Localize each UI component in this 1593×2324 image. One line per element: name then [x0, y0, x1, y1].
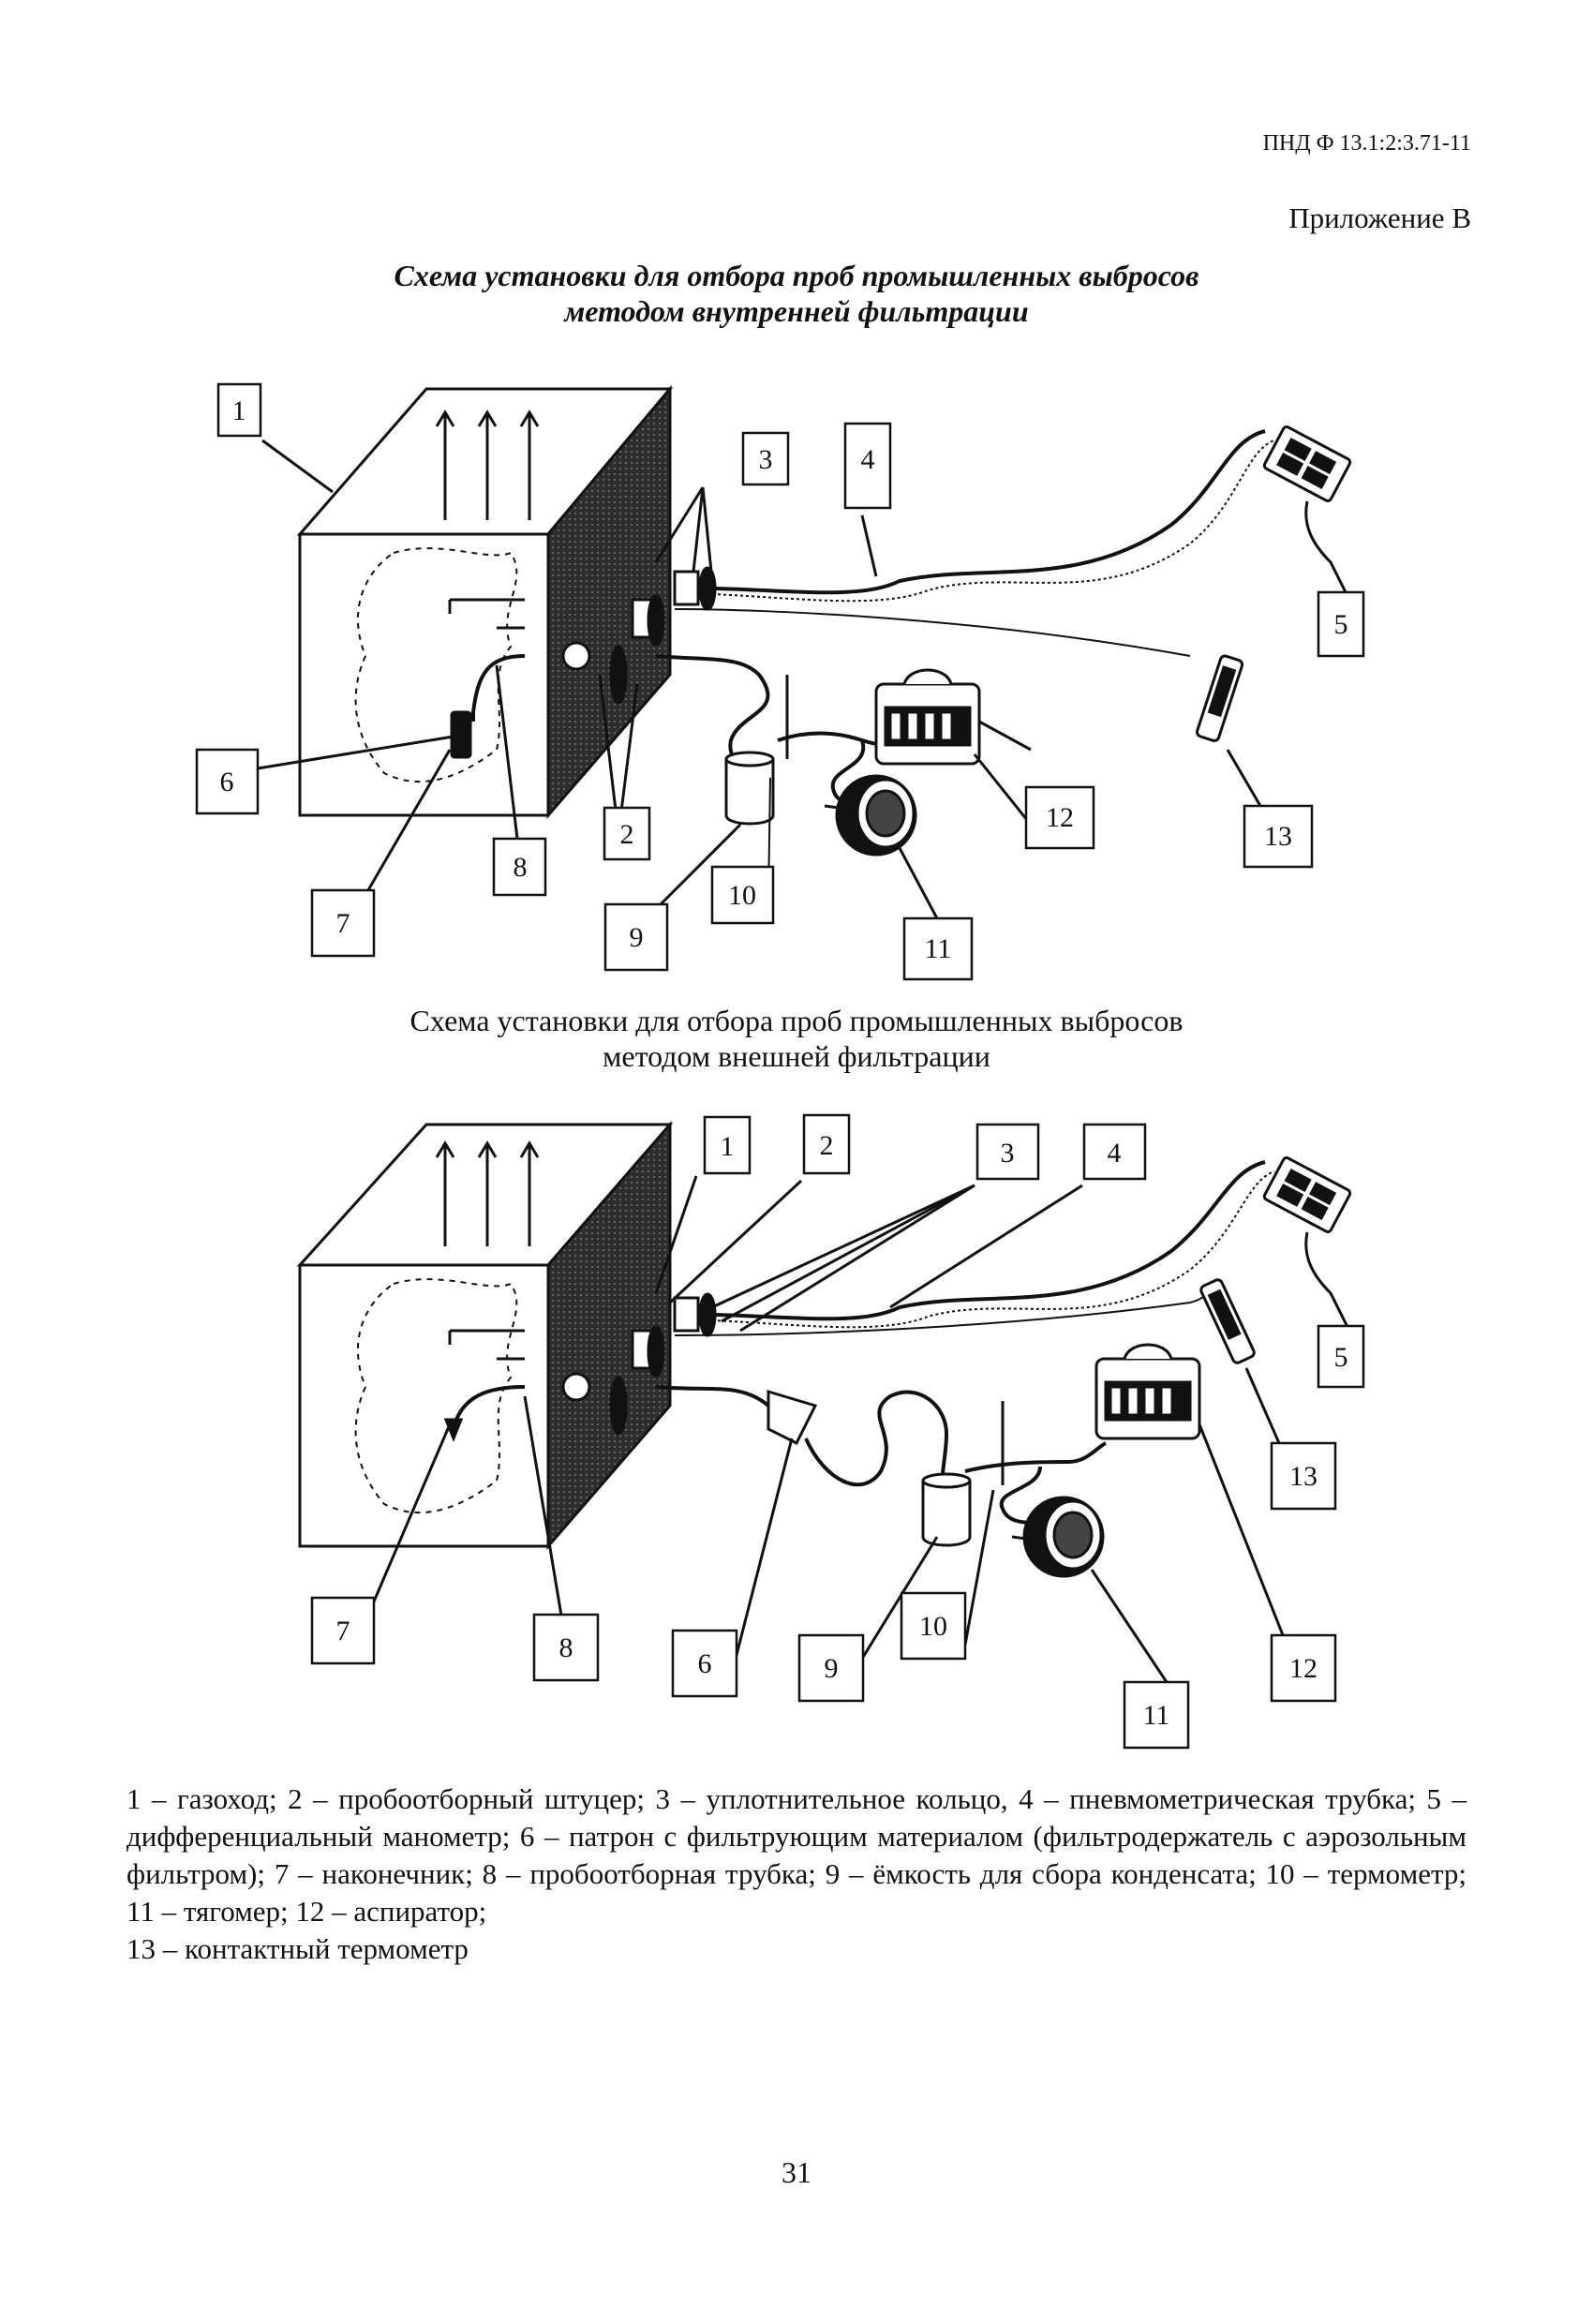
- condensate-vessel: [921, 1472, 972, 1547]
- label-box-11: 11: [1123, 1680, 1190, 1750]
- label-1: 1: [721, 1131, 735, 1162]
- label-box-12: 12: [1024, 785, 1095, 850]
- diagram2-title-line2: методом внешней фильтрации: [603, 1039, 990, 1073]
- legend-text: 1 – газоход; 2 – пробоотборный штуцер; 3…: [127, 1782, 1466, 1928]
- label-box-4: 4: [843, 422, 892, 510]
- label-box-6: 6: [195, 748, 260, 815]
- label-box-1: 1: [216, 382, 262, 438]
- contact-thermometer-device: [1196, 654, 1244, 742]
- diagram2-title-line1: Схема установки для отбора проб промышле…: [409, 1004, 1184, 1037]
- aspirator-device: [1094, 1343, 1201, 1440]
- label-box-10: 10: [900, 1591, 967, 1661]
- duct-box: [296, 384, 674, 820]
- external-filter-cartridge: [767, 1389, 818, 1446]
- label-box-9: 9: [603, 902, 669, 972]
- label-2: 2: [820, 1130, 834, 1161]
- label-box-1: 1: [703, 1115, 752, 1175]
- label-box-2: 2: [603, 806, 651, 861]
- label-box-8: 8: [532, 1613, 600, 1682]
- label-box-7: 7: [310, 1596, 376, 1665]
- legend-text-last: 13 – контактный термометр: [127, 1932, 469, 1965]
- label-box-4: 4: [1082, 1123, 1147, 1181]
- aspirator-device: [874, 668, 1032, 766]
- label-1: 1: [232, 395, 246, 426]
- label-box-10: 10: [710, 865, 775, 925]
- label-7: 7: [336, 1616, 350, 1646]
- label-10: 10: [728, 880, 756, 911]
- label-11: 11: [1143, 1700, 1170, 1731]
- page-number: 31: [782, 2155, 811, 2189]
- label-box-8: 8: [492, 837, 547, 897]
- label-4: 4: [1108, 1138, 1122, 1169]
- diagram1-title: Схема установки для отбора проб промышле…: [234, 258, 1359, 329]
- label-7: 7: [336, 908, 350, 939]
- label-box-13: 13: [1243, 804, 1314, 869]
- label-12: 12: [1289, 1653, 1318, 1684]
- condensate-vessel: [724, 751, 775, 826]
- label-box-3: 3: [741, 431, 790, 486]
- label-box-12: 12: [1270, 1633, 1337, 1703]
- label-6: 6: [698, 1648, 712, 1679]
- document-code: ПНД Ф 13.1:2:3.71-11: [1262, 131, 1471, 156]
- label-12: 12: [1046, 802, 1074, 833]
- manometer-device: [1262, 1156, 1352, 1233]
- label-box-2: 2: [802, 1113, 851, 1175]
- label-10: 10: [919, 1611, 947, 1642]
- label-9: 9: [630, 922, 644, 953]
- diagram2-external-filtration: 1 2 3 4 5 6 7 8 9 10 11 12 13: [296, 1113, 1365, 1750]
- label-box-5: 5: [1317, 1324, 1365, 1389]
- label-box-13: 13: [1270, 1441, 1337, 1511]
- diagram1-internal-filtration: 1 2 3 4 5 6 7 8 9 10 11 12 13: [195, 382, 1365, 981]
- label-box-7: 7: [310, 888, 376, 958]
- diagram1-title-line1: Схема установки для отбора проб промышле…: [394, 259, 1199, 292]
- label-11: 11: [925, 933, 952, 964]
- label-13: 13: [1264, 821, 1292, 852]
- label-5: 5: [1334, 609, 1348, 640]
- diagram2-title: Схема установки для отбора проб промышле…: [234, 1003, 1359, 1074]
- contact-thermometer-device: [1199, 1278, 1256, 1364]
- manometer-device: [1262, 425, 1352, 502]
- label-5: 5: [1334, 1342, 1348, 1373]
- label-box-9: 9: [797, 1633, 865, 1703]
- label-box-3: 3: [975, 1123, 1040, 1181]
- label-3: 3: [759, 444, 773, 475]
- label-13: 13: [1289, 1461, 1318, 1492]
- label-8: 8: [559, 1632, 573, 1663]
- diagram1-title-line2: методом внутренней фильтрации: [564, 294, 1029, 328]
- label-box-11: 11: [902, 916, 974, 981]
- label-4: 4: [861, 444, 875, 475]
- label-2: 2: [620, 819, 634, 850]
- label-8: 8: [514, 852, 528, 883]
- label-6: 6: [220, 767, 234, 797]
- label-9: 9: [825, 1653, 839, 1684]
- label-box-6: 6: [671, 1629, 738, 1698]
- appendix-label: Приложение В: [1288, 201, 1471, 234]
- draft-gauge-device: [1011, 1496, 1105, 1578]
- legend: 1 – газоход; 2 – пробоотборный штуцер; 3…: [127, 1780, 1466, 1968]
- duct-box: [296, 1120, 674, 1551]
- label-box-5: 5: [1317, 590, 1365, 658]
- label-3: 3: [1001, 1138, 1015, 1169]
- draft-gauge-device: [824, 774, 939, 919]
